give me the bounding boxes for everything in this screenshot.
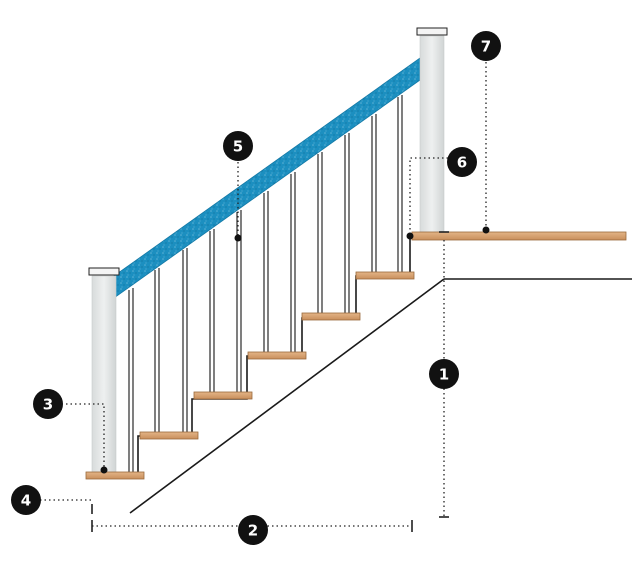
tread — [193, 391, 253, 400]
tread — [355, 271, 415, 280]
balusters — [128, 95, 403, 472]
callout-1: 1 — [429, 359, 459, 389]
callout-1-label: 1 — [439, 366, 449, 384]
tread — [85, 471, 145, 480]
top-newel-post — [416, 27, 448, 237]
baluster — [344, 133, 350, 318]
leader-dot — [406, 232, 414, 240]
bottom-newel-post — [88, 267, 120, 473]
treads — [85, 231, 627, 480]
callout-3-label: 3 — [43, 396, 53, 414]
baluster — [128, 288, 134, 472]
callout-5: 5 — [223, 131, 253, 161]
landing-tread — [411, 231, 627, 241]
leader-dots — [100, 226, 490, 474]
baluster — [397, 95, 403, 276]
tread — [139, 431, 199, 440]
post-cap — [88, 267, 120, 276]
baluster — [154, 268, 160, 436]
handrail — [113, 57, 421, 299]
baluster — [209, 229, 215, 399]
tread — [301, 312, 361, 321]
baluster — [317, 152, 323, 318]
baluster — [182, 248, 188, 436]
leader-dot — [100, 466, 108, 474]
callout-7-label: 7 — [481, 38, 491, 56]
callout-3: 3 — [33, 389, 63, 419]
leader-3 — [66, 403, 105, 470]
callout-2: 2 — [238, 515, 268, 545]
leader-dot — [234, 234, 242, 242]
post-cap — [416, 27, 448, 36]
stringer-bottom-line — [129, 278, 445, 514]
callout-5-label: 5 — [233, 138, 243, 156]
tread — [247, 351, 307, 360]
leader-dot — [482, 226, 490, 234]
callout-6-label: 6 — [457, 154, 467, 172]
callout-7: 7 — [471, 31, 501, 61]
baluster — [236, 210, 242, 399]
dimension-lines — [40, 62, 487, 527]
baluster — [371, 114, 377, 276]
callout-4-label: 4 — [21, 492, 31, 510]
baluster — [290, 172, 296, 356]
callout-4: 4 — [11, 485, 41, 515]
callout-6: 6 — [447, 147, 477, 177]
callout-2-label: 2 — [248, 522, 258, 540]
dimension-ticks — [91, 231, 449, 532]
baluster — [263, 191, 269, 356]
